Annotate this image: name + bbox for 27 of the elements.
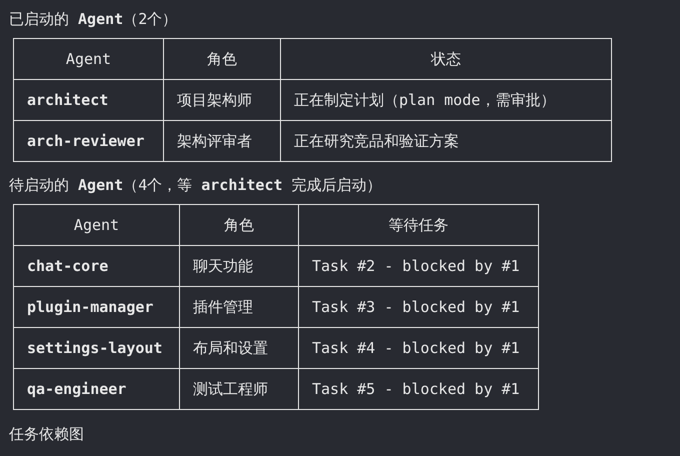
column-header: Agent <box>74 216 120 234</box>
status-text: Task #2 - blocked by #1 <box>312 256 520 275</box>
status-text: 正在制定计划（plan mode，需审批） <box>294 90 556 109</box>
status-text: Task #5 - blocked by #1 <box>312 380 520 398</box>
agent-name: architect <box>27 90 108 109</box>
agent-name: arch-reviewer <box>27 132 144 150</box>
status-text: 正在研究竞品和验证方案 <box>294 132 459 150</box>
agent-name: plugin-manager <box>27 298 154 316</box>
status-text: Task #3 - blocked by #1 <box>312 298 520 316</box>
role-text: 聊天功能 <box>193 256 253 275</box>
status-text: Task #4 - blocked by #1 <box>312 338 520 357</box>
agent-name: chat-core <box>27 256 108 275</box>
role-text: 架构评审者 <box>177 132 252 150</box>
column-header: Agent <box>66 50 112 68</box>
column-header: 角色 <box>224 216 254 234</box>
role-text: 测试工程师 <box>193 380 268 398</box>
role-text: 插件管理 <box>193 298 253 316</box>
agent-name: settings-layout <box>27 338 162 357</box>
role-text: 项目架构师 <box>177 90 252 109</box>
section-heading: 待启动的 Agent（4个，等 architect 完成后启动） <box>9 175 382 196</box>
agent-name: qa-engineer <box>27 380 126 398</box>
column-header: 等待任务 <box>388 216 448 234</box>
section-heading: 已启动的 Agent（2个） <box>9 9 178 30</box>
section-heading: 任务依赖图 <box>9 424 84 445</box>
role-text: 布局和设置 <box>193 338 268 357</box>
column-header: 状态 <box>431 50 461 68</box>
column-header: 角色 <box>207 50 237 68</box>
